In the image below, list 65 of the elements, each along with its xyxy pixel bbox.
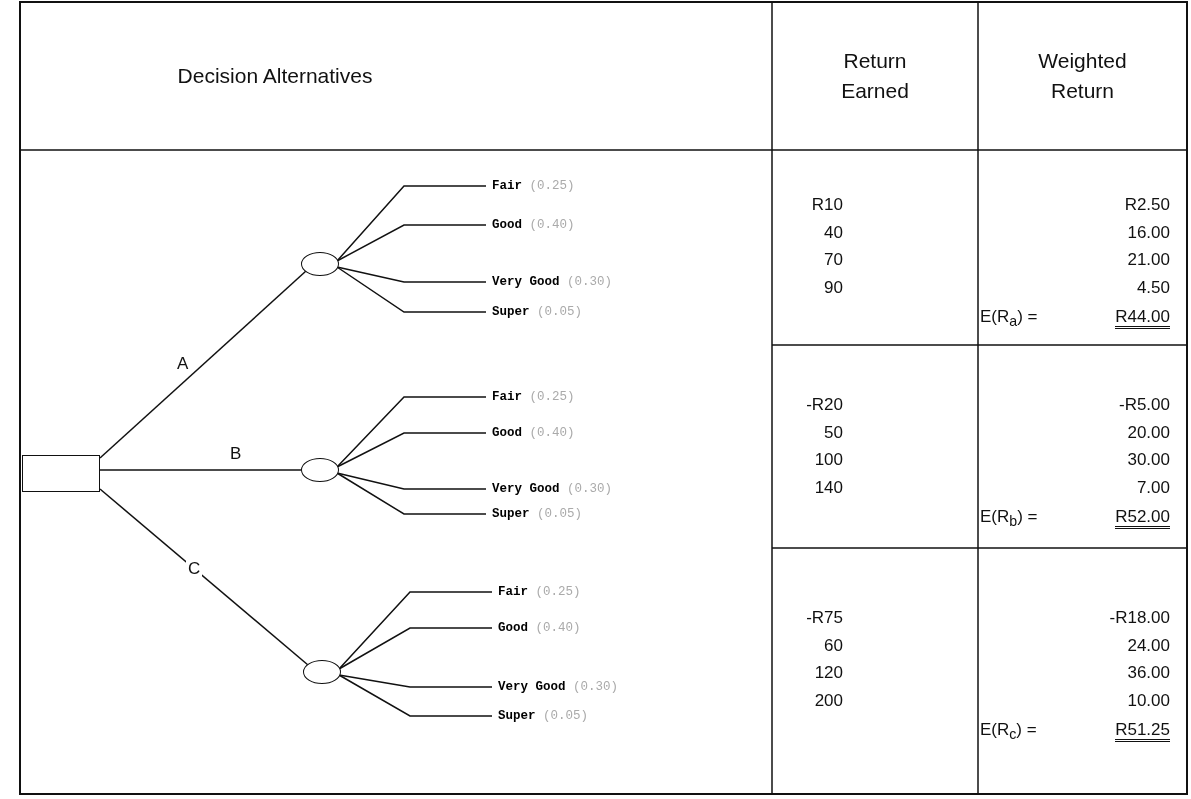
return-value: 200: [814, 690, 843, 711]
outcome-label: Very Good (0.30): [492, 481, 613, 497]
outcome-label: Very Good (0.30): [498, 679, 619, 695]
branch-line: [99, 488, 309, 666]
expected-value-total: R51.25: [1115, 720, 1170, 742]
outcome-label: Good (0.40): [492, 217, 575, 233]
chance-node-oval: [303, 660, 341, 684]
branch-line: [336, 266, 487, 313]
outcome-label: Super (0.05): [498, 708, 589, 724]
branch-label: C: [186, 560, 203, 578]
outcome-label: Fair (0.25): [492, 389, 575, 405]
return-value: 70: [824, 250, 843, 270]
weighted-value: R2.50: [1124, 195, 1170, 215]
weighted-value: -R18.00: [1109, 608, 1170, 628]
outcome-label: Good (0.40): [492, 425, 575, 441]
weighted-value: 10.00: [1127, 690, 1170, 711]
outcome-label: Super (0.05): [492, 506, 583, 522]
return-value: -R75: [806, 608, 843, 628]
outcome-label: Super (0.05): [492, 304, 583, 320]
return-value: 100: [814, 450, 843, 470]
return-value: 140: [814, 477, 843, 498]
branch-line: [336, 224, 487, 262]
outcome-label: Fair (0.25): [492, 178, 575, 194]
branch-line: [336, 472, 487, 490]
return-value: -R20: [806, 395, 843, 415]
return-value: 120: [814, 663, 843, 683]
outcome-label: Fair (0.25): [498, 584, 581, 600]
branch-line: [338, 674, 493, 688]
branch-line: [99, 270, 307, 459]
header-cell-text: Return Earned: [840, 48, 910, 104]
header-cell-text: Decision Alternatives: [176, 63, 374, 89]
branch-line: [336, 432, 487, 468]
weighted-value: 16.00: [1127, 222, 1170, 243]
branch-line: [336, 266, 487, 283]
chance-node-oval: [301, 458, 339, 482]
weighted-value: 21.00: [1127, 250, 1170, 270]
branch-line: [338, 627, 493, 670]
branch-line: [336, 396, 487, 468]
weighted-value: 36.00: [1127, 663, 1170, 683]
return-value: 40: [824, 222, 843, 243]
branch-line: [338, 591, 493, 670]
return-value: 90: [824, 277, 843, 298]
header-cell-text: Weighted Return: [1037, 48, 1128, 104]
return-value: 50: [824, 422, 843, 443]
weighted-value: 30.00: [1127, 450, 1170, 470]
outcome-label: Good (0.40): [498, 620, 581, 636]
branch-line: [336, 185, 487, 262]
weighted-value: 7.00: [1136, 477, 1170, 498]
branch-line: [99, 469, 302, 471]
branch-line: [336, 472, 487, 515]
weighted-value: 4.50: [1136, 277, 1170, 298]
return-value: R10: [811, 195, 843, 215]
expected-value-formula: E(R$_{c}$) =: [980, 720, 1037, 745]
weighted-value: 20.00: [1127, 422, 1170, 443]
chance-node-oval: [301, 252, 339, 276]
expected-value-formula: E(R$_{a}$) =: [980, 307, 1038, 332]
return-value: 60: [824, 635, 843, 656]
branch-line: [338, 674, 493, 717]
expected-value-total: R52.00: [1115, 507, 1170, 529]
decision-box: [22, 455, 100, 492]
weighted-value: -R5.00: [1118, 395, 1170, 415]
weighted-value: 24.00: [1127, 635, 1170, 656]
outcome-label: Very Good (0.30): [492, 274, 613, 290]
expected-value-formula: E(R$_{b}$) =: [980, 507, 1038, 532]
expected-value-total: R44.00: [1115, 307, 1170, 329]
